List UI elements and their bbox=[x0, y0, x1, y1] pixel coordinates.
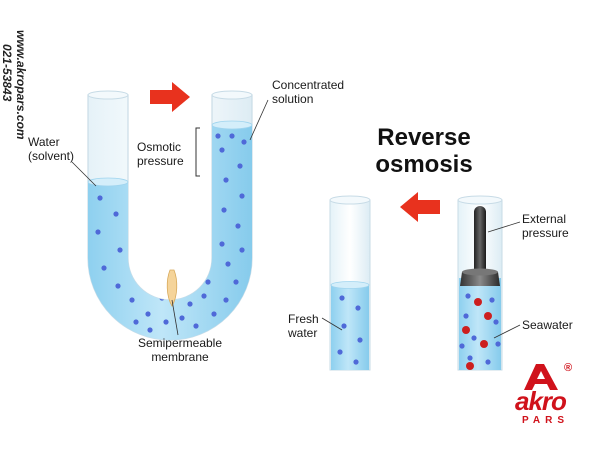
water-molecule bbox=[129, 297, 135, 303]
water-molecule bbox=[237, 163, 243, 169]
logo-icon bbox=[524, 364, 558, 390]
salt-particle bbox=[484, 312, 492, 320]
water-molecule bbox=[337, 349, 343, 355]
piston-head bbox=[460, 272, 500, 286]
logo-brand: akro bbox=[515, 386, 567, 416]
akro-pars-logo: ® akro PARS bbox=[514, 360, 586, 430]
water-molecule bbox=[133, 319, 139, 325]
water-molecule bbox=[459, 343, 465, 349]
water-molecule bbox=[341, 323, 347, 329]
water-molecule bbox=[215, 133, 221, 139]
water-molecule bbox=[223, 297, 229, 303]
water-molecule bbox=[467, 355, 473, 361]
logo-sub: PARS bbox=[522, 415, 570, 426]
label-osmotic-pressure: Osmotic pressure bbox=[137, 140, 184, 168]
watermark-phone: 021-53843 bbox=[0, 44, 14, 102]
water-molecule bbox=[235, 223, 241, 229]
watermark: www.akropars.com 021-53843 bbox=[0, 30, 52, 140]
pointer-water bbox=[71, 161, 97, 187]
water-molecule bbox=[193, 323, 199, 329]
osmotic-pressure-bracket bbox=[195, 127, 200, 177]
water-molecule bbox=[489, 297, 495, 303]
piston-rod bbox=[474, 206, 486, 276]
water-molecule bbox=[355, 305, 361, 311]
water-molecule bbox=[181, 289, 187, 295]
arrow-left-icon bbox=[400, 192, 440, 222]
water-molecule bbox=[357, 337, 363, 343]
salt-particle bbox=[474, 298, 482, 306]
seawater-fill bbox=[459, 278, 501, 370]
water-molecule bbox=[225, 261, 231, 267]
water-molecule bbox=[211, 311, 217, 317]
water-molecule bbox=[223, 177, 229, 183]
water-molecule bbox=[163, 319, 169, 325]
logo-registered: ® bbox=[564, 362, 573, 374]
water-molecule bbox=[471, 335, 477, 341]
water-molecule bbox=[147, 327, 153, 333]
water-molecule bbox=[239, 247, 245, 253]
water-molecule bbox=[201, 293, 207, 299]
water-molecule bbox=[205, 279, 211, 285]
right-u-tube bbox=[329, 195, 503, 371]
pointer-membrane bbox=[171, 299, 179, 336]
label-water-solvent: Water (solvent) bbox=[28, 135, 75, 163]
pointer-seawater bbox=[493, 324, 521, 339]
arrow-right-icon bbox=[150, 82, 190, 112]
water-molecule bbox=[95, 229, 101, 235]
water-molecule bbox=[239, 193, 245, 199]
water-molecule bbox=[101, 265, 107, 271]
label-fresh-water: Fresh water bbox=[288, 312, 319, 340]
water-molecule bbox=[463, 313, 469, 319]
water-molecule bbox=[187, 301, 193, 307]
right-molecules bbox=[337, 293, 501, 370]
water-molecule bbox=[219, 147, 225, 153]
water-molecule bbox=[113, 211, 119, 217]
water-molecule bbox=[241, 139, 247, 145]
water-molecule bbox=[485, 359, 491, 365]
label-seawater: Seawater bbox=[522, 318, 573, 332]
water-molecule bbox=[115, 283, 121, 289]
pointer-external bbox=[487, 221, 521, 233]
water-molecule bbox=[221, 207, 227, 213]
water-surface-right bbox=[211, 120, 253, 130]
pointer-fresh bbox=[321, 317, 343, 331]
water-molecule bbox=[117, 247, 123, 253]
label-concentrated-solution: Concentrated solution bbox=[272, 78, 345, 106]
water-molecule bbox=[145, 311, 151, 317]
watermark-website: www.akropars.com bbox=[14, 30, 28, 140]
water-molecule bbox=[159, 295, 165, 301]
pointer-concentrated bbox=[249, 99, 269, 141]
water-molecule bbox=[179, 315, 185, 321]
water-molecule bbox=[339, 295, 345, 301]
water-molecule bbox=[495, 341, 501, 347]
water-molecule bbox=[229, 133, 235, 139]
water-molecule bbox=[493, 319, 499, 325]
water-molecule bbox=[193, 283, 199, 289]
water-molecule bbox=[219, 241, 225, 247]
salt-particle bbox=[466, 362, 474, 370]
label-reverse-osmosis: Reverse osmosis bbox=[375, 124, 473, 178]
water-molecule bbox=[233, 279, 239, 285]
left-u-tube bbox=[87, 90, 253, 341]
salt-particle bbox=[480, 340, 488, 348]
left-tube-water bbox=[88, 125, 252, 340]
water-molecule bbox=[353, 359, 359, 365]
water-surface-left bbox=[87, 177, 129, 187]
semipermeable-membrane bbox=[166, 269, 178, 307]
water-molecule bbox=[241, 303, 247, 309]
label-semipermeable-membrane: Semipermeable membrane bbox=[137, 336, 223, 364]
water-molecule bbox=[465, 293, 471, 299]
salt-particle bbox=[462, 326, 470, 334]
label-external-pressure: External pressure bbox=[522, 212, 569, 240]
water-molecule bbox=[97, 195, 103, 201]
